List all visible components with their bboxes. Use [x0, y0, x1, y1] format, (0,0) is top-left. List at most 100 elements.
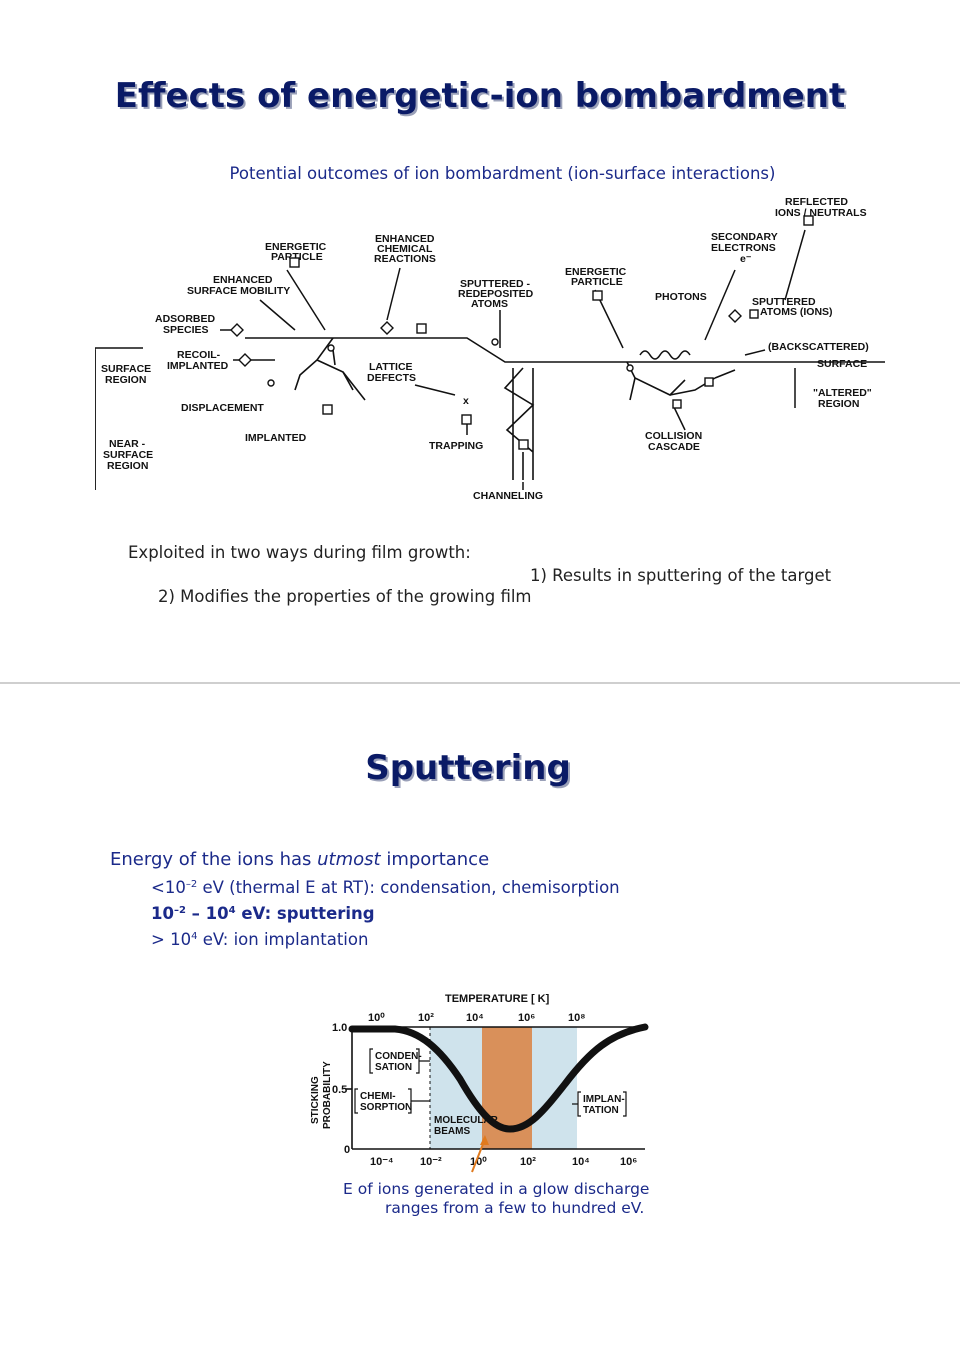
label-photons: PHOTONS	[655, 291, 707, 303]
label-particle-1: PARTICLE	[271, 251, 323, 263]
label-chemisorption-2: SORPTION	[360, 1102, 412, 1113]
label-defects: DEFECTS	[367, 372, 416, 384]
point-sputtering: 1) Results in sputtering of the target	[530, 566, 832, 585]
label-region: REGION	[818, 398, 859, 410]
channeling-zigzag	[503, 367, 535, 480]
bottom-tick-4: 10⁴	[572, 1156, 590, 1168]
range-implantation: > 104 eV: ion implantation	[151, 930, 368, 949]
label-surface-region-2: REGION	[105, 374, 146, 386]
range1-b: eV (thermal E at RT): condensation, chem…	[197, 878, 620, 897]
point-modifies-film: 2) Modifies the properties of the growin…	[158, 587, 532, 606]
slide-effects-of-ion-bombardment: Effects of energetic-ion bombardment Pot…	[0, 0, 960, 683]
label-sputtered-2: SPUTTERED	[752, 296, 816, 308]
label-ions-neutrals: IONS / NEUTRALS	[775, 207, 867, 219]
slide-title-sputtering: Sputtering	[365, 748, 571, 788]
energy-intro-em: utmost	[317, 849, 381, 870]
label-near-1: NEAR -	[109, 438, 146, 450]
label-e-minus: e⁻	[740, 253, 752, 265]
caption-line-1: E of ions generated in a glow discharge	[343, 1180, 650, 1198]
bottom-tick-0: 10⁻⁴	[370, 1156, 393, 1168]
label-recoil: RECOIL-	[177, 349, 221, 361]
label-x: x	[463, 395, 469, 407]
label-implantation-1: IMPLAN-	[583, 1094, 625, 1105]
label-atoms: ATOMS	[471, 298, 508, 310]
range1-a: <10	[151, 878, 186, 897]
top-tick-2: 10⁴	[466, 1012, 484, 1024]
slide-divider	[0, 682, 960, 684]
label-enhanced-2: ENHANCED	[213, 274, 273, 286]
label-reflected: REFLECTED	[785, 196, 848, 208]
label-trapping: TRAPPING	[429, 440, 483, 452]
range2-sup2: 4	[228, 905, 236, 916]
label-electrons: ELECTRONS	[711, 242, 776, 254]
label-displacement: DISPLACEMENT	[181, 402, 264, 414]
exploited-text: Exploited in two ways during film growth…	[128, 543, 471, 562]
energy-intro-a: Energy of the ions has	[110, 849, 318, 870]
label-energetic-1: ENERGETIC	[265, 241, 327, 253]
label-redeposited: REDEPOSITED	[458, 288, 534, 300]
label-channeling: CHANNELING	[473, 490, 543, 502]
label-near-3: REGION	[107, 460, 148, 472]
range2-c: eV: sputtering	[235, 904, 375, 923]
label-cascade: CASCADE	[648, 441, 700, 453]
range2-sup1: –2	[173, 905, 186, 916]
top-tick-1: 10²	[418, 1012, 434, 1024]
label-implantation-2: TATION	[583, 1105, 619, 1116]
y-tick-1: 1.0	[332, 1022, 347, 1034]
range-sputtering: 10–2 – 104 eV: sputtering	[151, 904, 375, 923]
range3-sup: 4	[191, 931, 198, 942]
slide-title: Effects of energetic-ion bombardment	[114, 76, 846, 116]
ion-surface-interactions-diagram: REFLECTED IONS / NEUTRALS SECONDARY ELEC…	[95, 196, 885, 502]
range3-a: > 10	[151, 930, 192, 949]
label-chemical: CHEMICAL	[377, 243, 433, 255]
y-label-1: STICKING	[310, 1076, 321, 1124]
label-species: SPECIES	[163, 324, 209, 336]
sticking-probability-chart: TEMPERATURE [ K] 10⁰ 10² 10⁴ 10⁶ 10⁸ 10⁻…	[310, 993, 649, 1173]
surface-line	[95, 337, 885, 363]
label-energetic-2: ENERGETIC	[565, 266, 627, 278]
label-reactions: REACTIONS	[374, 253, 436, 265]
label-adsorbed: ADSORBED	[155, 313, 216, 325]
label-enhanced: ENHANCED	[375, 233, 435, 245]
bottom-tick-5: 10⁶	[620, 1156, 637, 1168]
label-molecular-2: BEAMS	[434, 1126, 470, 1137]
range1-sup: –2	[185, 879, 198, 890]
label-sputtered: SPUTTERED -	[460, 278, 531, 290]
label-surface-mobility: SURFACE MOBILITY	[187, 285, 290, 297]
range2-b: – 10	[185, 904, 229, 923]
label-altered: "ALTERED"	[813, 387, 872, 399]
range2-a: 10	[151, 904, 174, 923]
energy-intro: Energy of the ions has utmost importance	[110, 849, 489, 870]
label-surface-region-1: SURFACE	[101, 363, 151, 375]
label-lattice: LATTICE	[369, 361, 413, 373]
sticking-curve	[348, 1023, 649, 1133]
top-tick-0: 10⁰	[368, 1012, 385, 1024]
bottom-tick-1: 10⁻²	[420, 1156, 442, 1168]
label-near-2: SURFACE	[103, 449, 153, 461]
label-condensation-2: SATION	[375, 1062, 412, 1073]
y-tick-0: 0	[344, 1144, 350, 1156]
top-axis-title: TEMPERATURE [ K]	[445, 993, 550, 1005]
label-particle-2: PARTICLE	[571, 276, 623, 288]
slide-subtitle: Potential outcomes of ion bombardment (i…	[229, 164, 776, 183]
label-condensation-1: CONDEN-	[375, 1051, 422, 1062]
label-implanted-2: IMPLANTED	[245, 432, 307, 444]
label-molecular-1: MOLECULAR	[434, 1115, 499, 1126]
energy-intro-b: importance	[380, 849, 490, 870]
top-tick-4: 10⁸	[568, 1012, 585, 1024]
label-implanted: IMPLANTED	[167, 360, 229, 372]
label-secondary: SECONDARY	[711, 231, 778, 243]
label-chemisorption-1: CHEMI-	[360, 1091, 396, 1102]
y-label-2: PROBABILITY	[322, 1061, 333, 1129]
label-backscattered: (BACKSCATTERED)	[768, 341, 869, 353]
label-atoms-ions: ATOMS (IONS)	[760, 306, 833, 318]
range3-b: eV: ion implantation	[197, 930, 369, 949]
slide-sputtering: Sputtering Energy of the ions has utmost…	[0, 684, 960, 1367]
photon-wave	[639, 350, 691, 360]
caption-line-2: ranges from a few to hundred eV.	[385, 1199, 645, 1217]
label-collision: COLLISION	[645, 430, 702, 442]
bottom-tick-3: 10²	[520, 1156, 536, 1168]
range-condensation: <10–2 eV (thermal E at RT): condensation…	[151, 878, 620, 897]
top-tick-3: 10⁶	[518, 1012, 535, 1024]
label-surface-line: SURFACE	[817, 358, 867, 370]
